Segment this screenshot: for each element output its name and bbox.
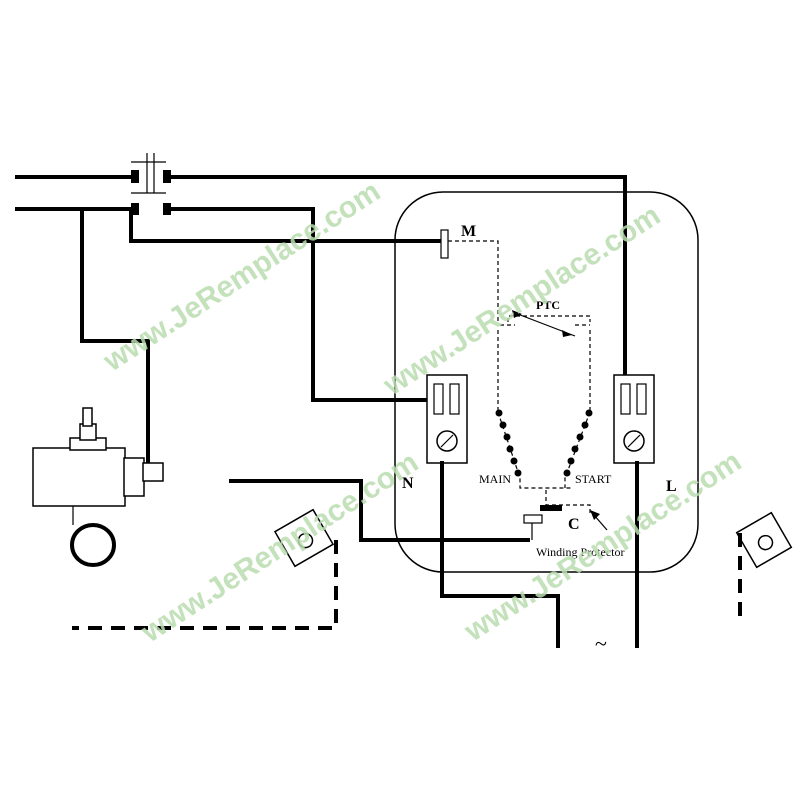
m-terminal-wire <box>129 207 446 243</box>
thermostat <box>32 407 164 567</box>
l-label: L <box>666 478 677 495</box>
ac-symbol: ~ <box>595 631 607 656</box>
main-switch <box>131 153 171 215</box>
winding-protector-label: Winding Protector <box>536 545 625 559</box>
door-switch-left <box>273 508 335 568</box>
dashed-wire-left <box>72 540 338 630</box>
compressor-terminal-box <box>394 191 699 573</box>
mains-line-top <box>15 175 627 380</box>
start-winding <box>563 409 593 488</box>
n-supply-wire <box>440 461 560 648</box>
m-label: M <box>461 223 476 240</box>
m-terminal <box>440 229 449 259</box>
main-winding <box>495 409 573 489</box>
start-label: START <box>575 472 612 486</box>
thermostat-wire-a <box>80 207 150 469</box>
watermark-2: www.JeRemplace.com <box>377 199 666 403</box>
mains-line-bottom <box>15 207 432 402</box>
main-label: MAIN <box>479 472 511 486</box>
lamp-wire <box>229 479 530 542</box>
ptc-label: PTC <box>536 298 560 312</box>
c-label: C <box>568 516 580 533</box>
m-dashed-line <box>448 240 499 322</box>
ptc-element <box>497 310 591 410</box>
winding-protector <box>523 490 608 540</box>
n-terminal-block <box>426 374 468 464</box>
l-terminal-block <box>613 374 655 464</box>
n-label: N <box>402 475 414 492</box>
watermark-3: www.JeRemplace.com <box>135 446 424 650</box>
door-switch-right <box>735 511 793 569</box>
watermark-1: www.JeRemplace.com <box>97 175 386 379</box>
